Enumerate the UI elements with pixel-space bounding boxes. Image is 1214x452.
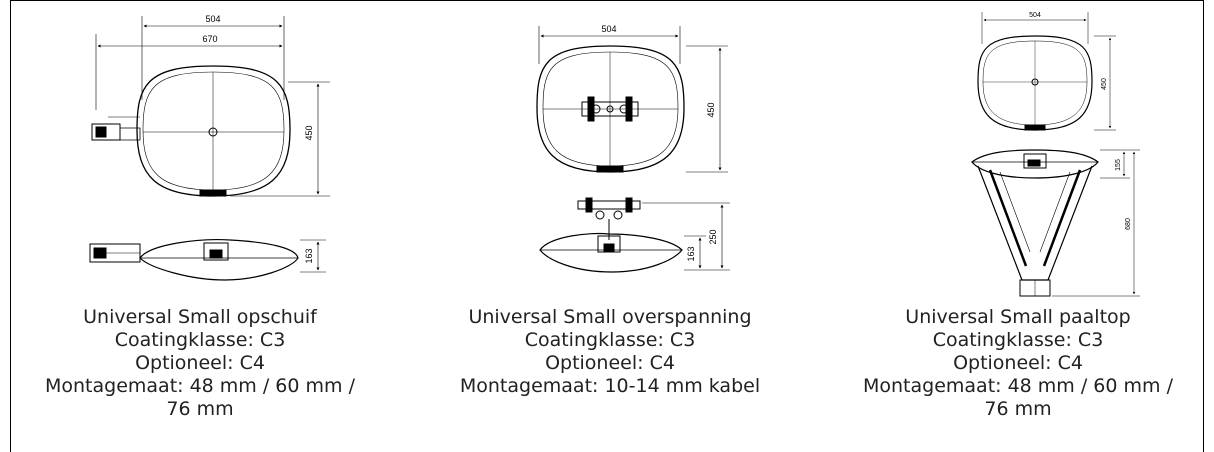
dim-side-height-opschuif: 163 (304, 248, 314, 263)
mounting-size: Montagemaat: 48 mm / 60 mm / (863, 375, 1173, 397)
caption-overspanning: Universal Small overspanning Coatingklas… (420, 306, 800, 398)
dim-width-paaltop: 504 (1029, 12, 1041, 19)
mounting-size: Montagemaat: 48 mm / 60 mm / (45, 375, 355, 397)
optional-coating: Optioneel: C4 (953, 352, 1083, 374)
product-name: Universal Small overspanning (468, 306, 752, 328)
caption-opschuif: Universal Small opschuif Coatingklasse: … (20, 306, 380, 421)
mounting-size-cont: 76 mm (984, 398, 1052, 420)
coating-class: Coatingklasse: C3 (114, 329, 286, 351)
dim-width-top-opschuif: 504 (205, 14, 220, 24)
optional-coating: Optioneel: C4 (135, 352, 265, 374)
drawing-overspanning (536, 26, 730, 273)
dim-height-overspanning: 450 (706, 102, 716, 117)
mounting-size-cont: 76 mm (166, 398, 234, 420)
dim-width-overspanning: 504 (601, 24, 616, 34)
dim-head-height-paaltop: 155 (1115, 159, 1122, 171)
coating-class: Coatingklasse: C3 (932, 329, 1104, 351)
coating-class: Coatingklasse: C3 (524, 329, 696, 351)
drawing-opschuif (89, 16, 330, 281)
caption-paaltop: Universal Small paaltop Coatingklasse: C… (838, 306, 1198, 421)
dim-overall-height-overspanning: 250 (708, 229, 718, 244)
drawing-paaltop (971, 12, 1140, 297)
optional-coating: Optioneel: C4 (545, 352, 675, 374)
dim-overall-height-paaltop: 680 (1125, 218, 1132, 230)
product-name: Universal Small opschuif (83, 306, 317, 328)
product-name: Universal Small paaltop (905, 306, 1131, 328)
sheet-border-right (1203, 0, 1204, 452)
dim-height-paaltop: 450 (1101, 78, 1108, 90)
mounting-size: Montagemaat: 10-14 mm kabel (459, 375, 761, 397)
dim-side-height-overspanning: 163 (686, 246, 696, 261)
dim-width-overall-opschuif: 670 (202, 34, 217, 44)
dim-height-opschuif: 450 (304, 125, 314, 140)
sheet-border-top (10, 0, 1204, 1)
sheet-border-left (10, 0, 11, 452)
